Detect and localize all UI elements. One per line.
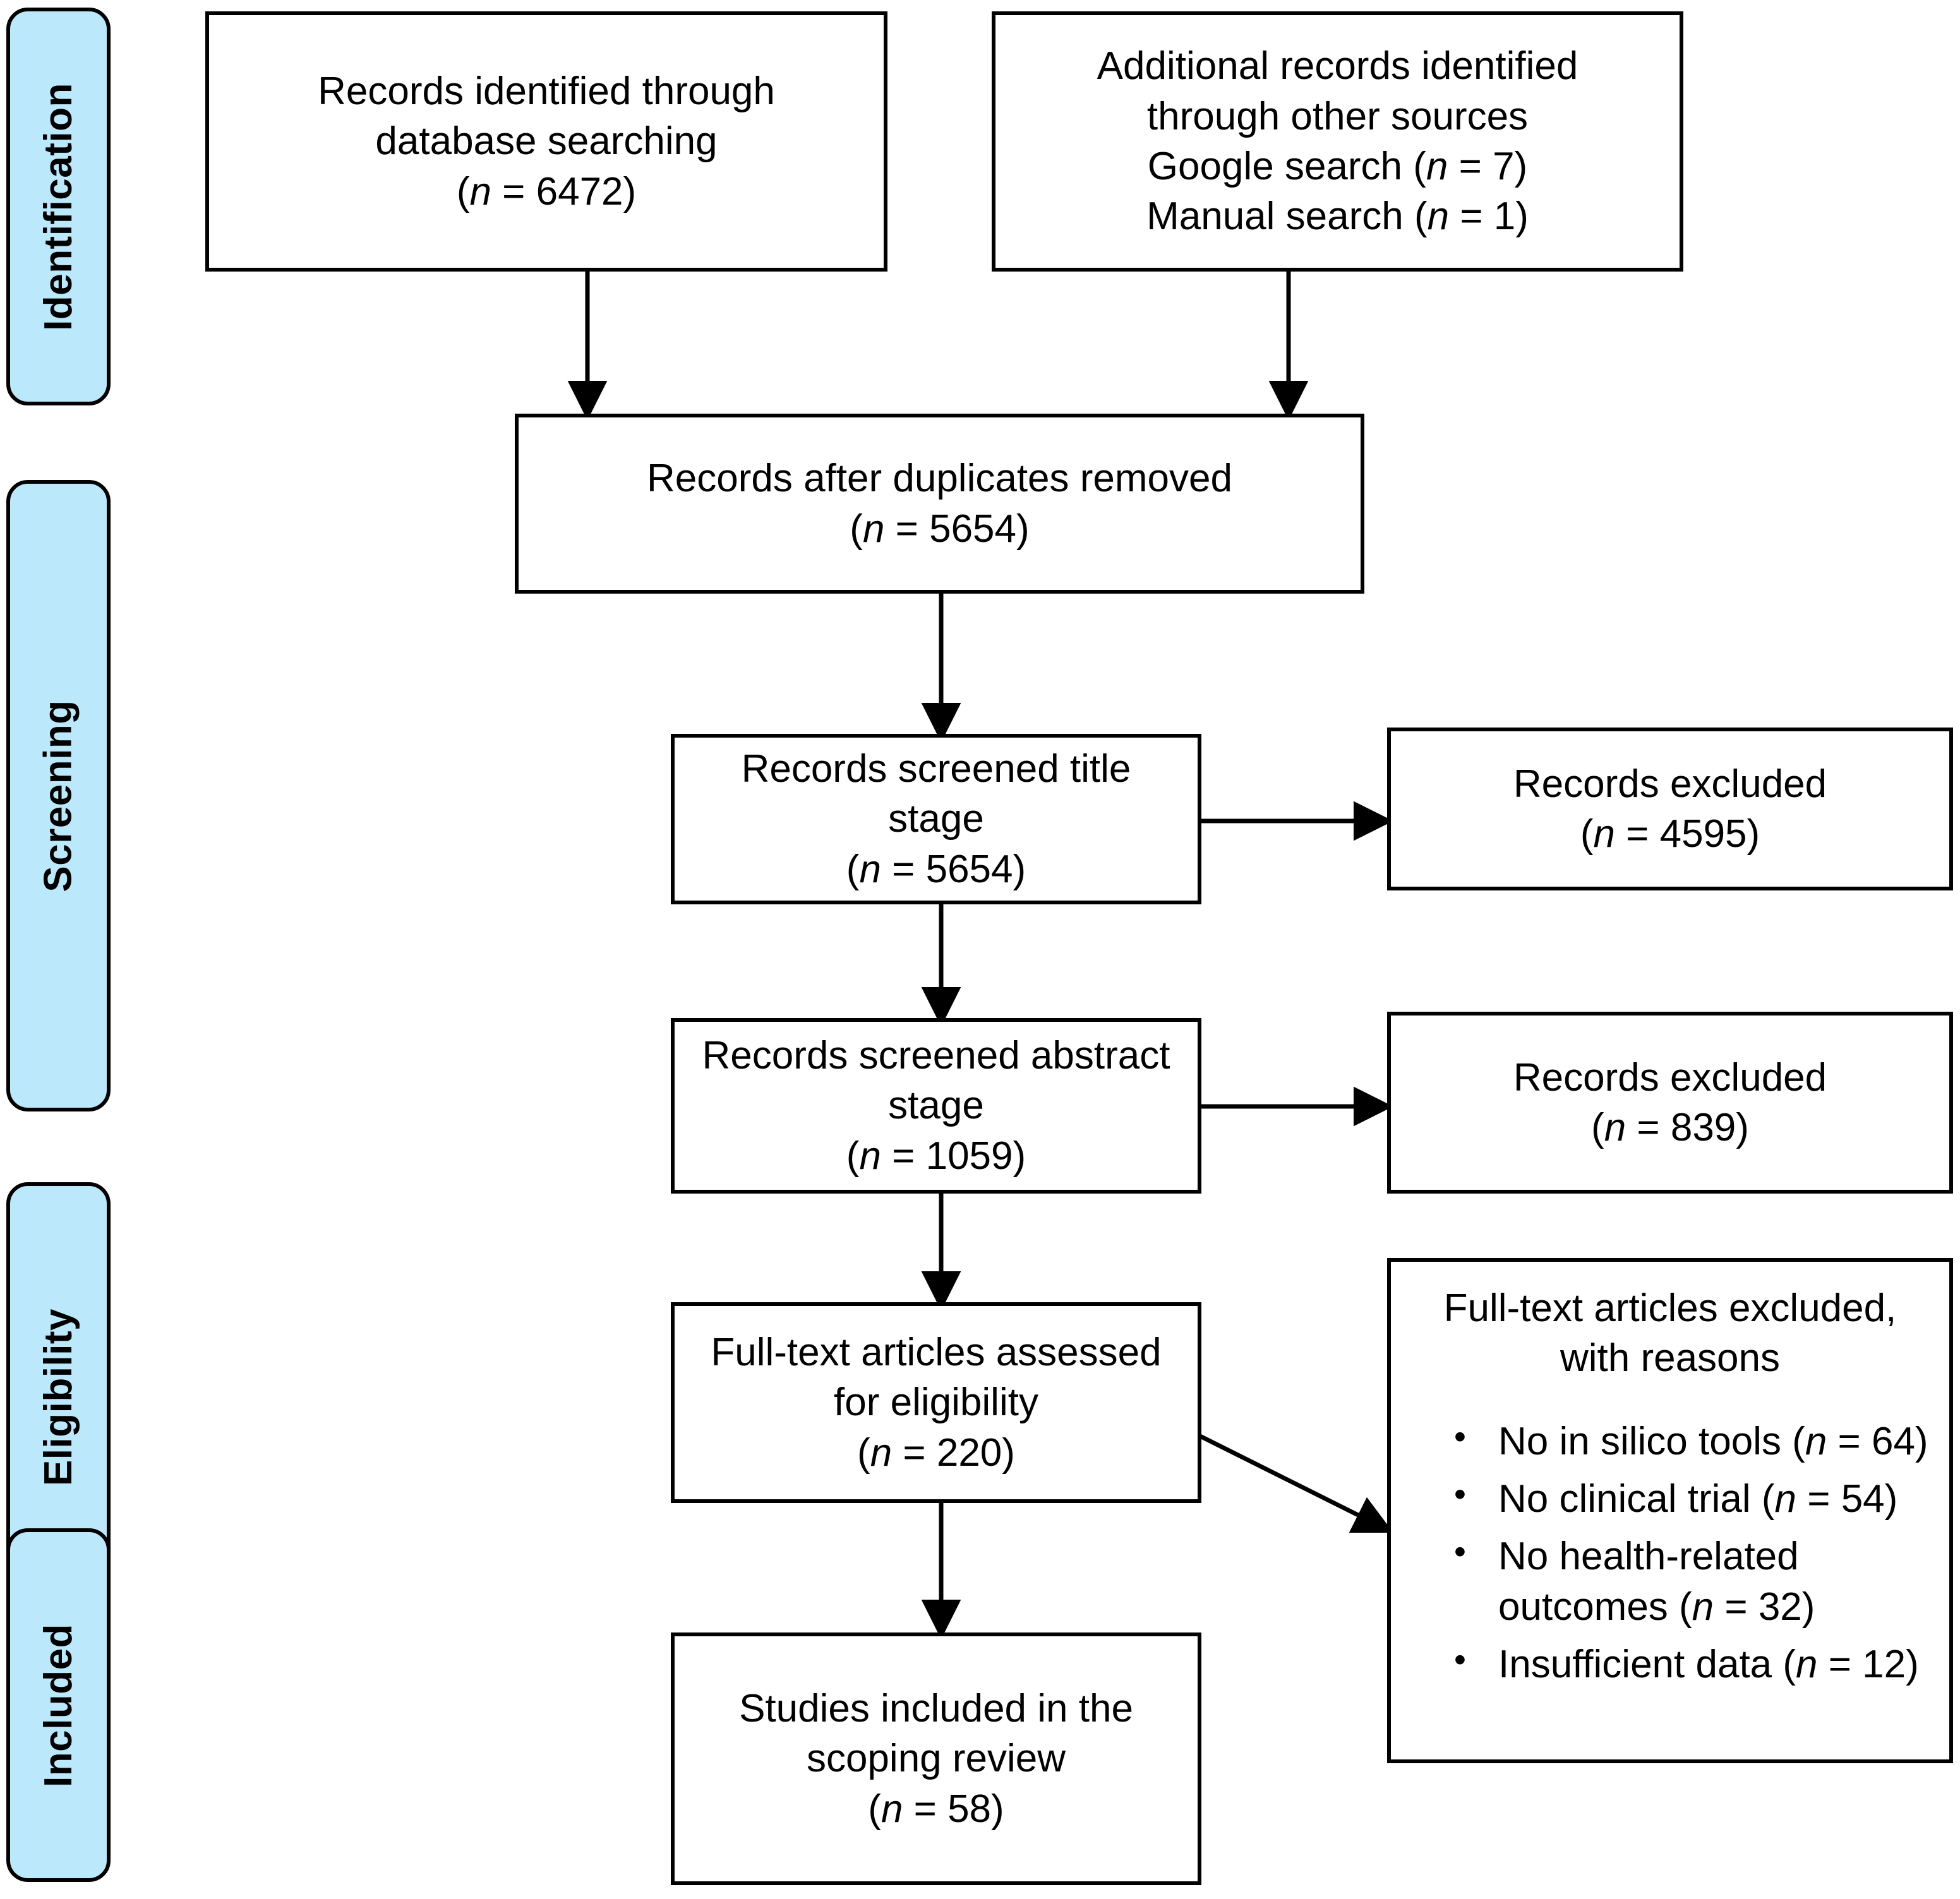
other-sources-manual: Manual search (n = 1): [1146, 195, 1529, 239]
fulltext-excluded-reasons-list: No in silico tools (n = 64) No clinical …: [1407, 1415, 1933, 1690]
fulltext-excluded-title-line2: with reasons: [1560, 1336, 1781, 1381]
box-studies-included-scoping-review: Studies included in the scoping review (…: [671, 1632, 1201, 1885]
after-duplicates-count: (n = 5654): [850, 506, 1030, 551]
box-records-screened-title-stage-text: Records screened title stage (n = 5654): [730, 744, 1143, 894]
screened-title-line1: Records screened title: [741, 746, 1131, 791]
excluded-title-line1: Records excluded: [1513, 762, 1827, 806]
stage-label-identification: Identification: [37, 82, 80, 331]
other-sources-google: Google search (n = 7): [1147, 145, 1528, 188]
box-fulltext-articles-excluded-with-reasons: Full-text articles excluded, with reason…: [1387, 1258, 1953, 1763]
db-search-count: (n = 6472): [456, 169, 637, 213]
screened-title-count: (n = 5654): [846, 847, 1026, 891]
excluded-abstract-count: (n = 839): [1591, 1106, 1749, 1149]
excluded-title-count: (n = 4595): [1580, 812, 1760, 856]
box-records-excluded-abstract-stage: Records excluded (n = 839): [1387, 1012, 1953, 1194]
reason-no-clinical-trial: No clinical trial (n = 54): [1454, 1473, 1933, 1524]
screened-abstract-line1: Records screened abstract: [702, 1033, 1170, 1077]
box-fulltext-articles-assessed: Full-text articles assessed for eligibil…: [671, 1302, 1201, 1503]
reason-insufficient-data: Insufficient data (n = 12): [1454, 1638, 1933, 1689]
box-records-database-searching: Records identified through database sear…: [205, 11, 887, 272]
other-sources-line2: through other sources: [1146, 94, 1529, 138]
box-records-after-duplicates-removed-text: Records after duplicates removed (n = 56…: [635, 453, 1244, 554]
box-records-after-duplicates-removed: Records after duplicates removed (n = 56…: [515, 414, 1364, 594]
other-sources-line1: Additional records identified: [1097, 44, 1578, 88]
after-duplicates-line1: Records after duplicates removed: [646, 457, 1232, 501]
stage-pill-screening: Screening: [6, 480, 111, 1111]
fulltext-excluded-title: Full-text articles excluded, with reason…: [1407, 1283, 1933, 1384]
fulltext-excluded-title-line1: Full-text articles excluded,: [1443, 1286, 1897, 1330]
box-records-excluded-abstract-stage-text: Records excluded (n = 839): [1502, 1053, 1838, 1153]
stage-pill-identification: Identification: [6, 8, 111, 405]
reason-no-in-silico-tools: No in silico tools (n = 64): [1454, 1415, 1933, 1466]
stage-label-included: Included: [37, 1623, 80, 1787]
studies-included-line2: scoping review: [806, 1737, 1066, 1781]
stage-label-eligibility: Eligibility: [37, 1308, 80, 1486]
stage-label-screening: Screening: [37, 699, 80, 892]
box-additional-records-other-sources-text: Additional records identified through ot…: [1086, 41, 1590, 241]
connector-fulltext-to-excluded-reasons: [1196, 1432, 1394, 1533]
db-search-line1: Records identified through: [318, 69, 775, 113]
box-records-excluded-title-stage: Records excluded (n = 4595): [1387, 728, 1953, 890]
box-records-screened-abstract-stage: Records screened abstract stage (n = 105…: [671, 1018, 1201, 1194]
screened-abstract-count: (n = 1059): [846, 1134, 1026, 1178]
screened-abstract-line2: stage: [888, 1084, 984, 1128]
screened-title-line2: stage: [888, 797, 984, 841]
db-search-line2: database searching: [375, 119, 718, 164]
fulltext-assessed-line1: Full-text articles assessed: [711, 1330, 1162, 1374]
stage-pill-included: Included: [6, 1528, 111, 1882]
box-records-screened-abstract-stage-text: Records screened abstract stage (n = 105…: [691, 1031, 1182, 1181]
studies-included-line1: Studies included in the: [739, 1686, 1133, 1730]
box-records-excluded-title-stage-text: Records excluded (n = 4595): [1502, 759, 1838, 860]
excluded-abstract-line1: Records excluded: [1513, 1055, 1827, 1099]
box-fulltext-articles-assessed-text: Full-text articles assessed for eligibil…: [699, 1327, 1172, 1478]
box-additional-records-other-sources: Additional records identified through ot…: [992, 11, 1683, 272]
box-studies-included-scoping-review-text: Studies included in the scoping review (…: [728, 1684, 1145, 1834]
box-records-database-searching-text: Records identified through database sear…: [306, 66, 786, 217]
fulltext-assessed-line2: for eligibility: [834, 1381, 1038, 1425]
fulltext-assessed-count: (n = 220): [857, 1430, 1015, 1475]
studies-included-count: (n = 58): [868, 1787, 1004, 1831]
box-records-screened-title-stage: Records screened title stage (n = 5654): [671, 734, 1201, 904]
